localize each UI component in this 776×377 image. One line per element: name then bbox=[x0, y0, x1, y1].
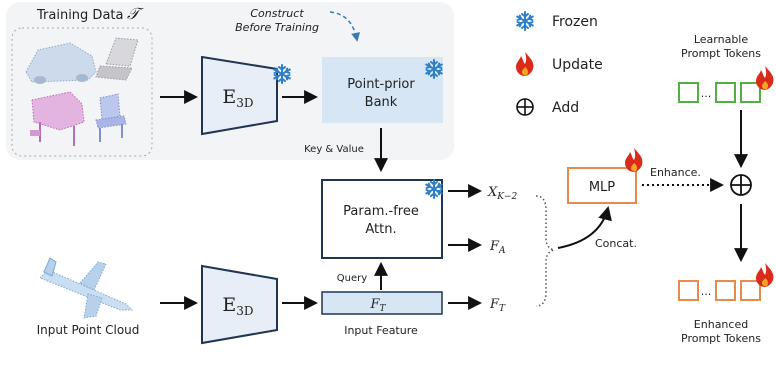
learnable-ellipsis: ... bbox=[701, 87, 712, 100]
learnable-label-line1: Learnable bbox=[694, 33, 749, 46]
before-training-label: Before Training bbox=[235, 21, 319, 34]
concat-label: Concat. bbox=[595, 237, 637, 250]
attn-label-line1: Param.-free bbox=[343, 204, 419, 219]
top-encoder-label: E3D bbox=[222, 86, 253, 110]
mlp-box bbox=[567, 167, 637, 204]
output-fa: FA bbox=[489, 239, 506, 256]
learnable-update-icon bbox=[756, 66, 774, 90]
mlp-label: MLP bbox=[589, 180, 615, 195]
training-samples-frame bbox=[11, 27, 153, 157]
legend-add-label: Add bbox=[552, 100, 579, 116]
enhanced-ellipsis: ... bbox=[701, 285, 712, 298]
legend-update-icon bbox=[516, 52, 534, 76]
input-feature-symbol: FT bbox=[369, 297, 386, 314]
enhance-label: Enhance. bbox=[650, 166, 701, 179]
output-ft: FT bbox=[489, 297, 506, 314]
attn-label-line2: Attn. bbox=[365, 222, 396, 237]
enhanced-token-1 bbox=[678, 280, 699, 301]
car-point-cloud bbox=[25, 42, 97, 84]
mlp-update-icon bbox=[625, 148, 643, 172]
learnable-token-1 bbox=[678, 82, 699, 103]
learnable-label-line2: Prompt Tokens bbox=[681, 47, 761, 60]
point-prior-bank bbox=[322, 57, 443, 123]
enhanced-token-3 bbox=[740, 280, 761, 301]
laptop-point-cloud bbox=[95, 37, 139, 81]
input-point-cloud-label: Input Point Cloud bbox=[37, 323, 140, 337]
legend-frozen-icon bbox=[516, 11, 534, 31]
learnable-token-3 bbox=[740, 82, 761, 103]
training-data-label: Training Data bbox=[36, 8, 123, 23]
query-label: Query bbox=[337, 273, 367, 284]
airplane-point-cloud bbox=[39, 257, 134, 319]
bottom-encoder-e3d bbox=[201, 264, 278, 345]
output-xk: XK−2 bbox=[487, 185, 518, 202]
concat-arrow bbox=[557, 205, 612, 249]
add-operator bbox=[730, 174, 752, 196]
construct-label: Construct bbox=[250, 7, 304, 20]
enhanced-label-line2: Prompt Tokens bbox=[681, 332, 761, 345]
legend-add-icon bbox=[516, 98, 534, 116]
bottom-encoder-label: E3D bbox=[222, 294, 253, 318]
bank-label-line2: Bank bbox=[365, 95, 398, 110]
input-feature-box bbox=[321, 291, 443, 315]
learnable-token-2 bbox=[715, 82, 736, 103]
concat-brace bbox=[535, 195, 555, 307]
key-value-label: Key & Value bbox=[304, 144, 364, 155]
enhanced-token-2 bbox=[715, 280, 736, 301]
chair-point-cloud bbox=[95, 93, 127, 142]
bank-label-line1: Point-prior bbox=[347, 77, 415, 92]
enhanced-update-icon bbox=[756, 263, 774, 287]
legend-frozen-label: Frozen bbox=[552, 14, 598, 30]
piano-point-cloud bbox=[30, 91, 85, 146]
enhanced-label-line1: Enhanced bbox=[694, 318, 748, 331]
top-encoder-e3d bbox=[201, 55, 278, 136]
param-free-attn bbox=[321, 179, 443, 259]
construct-dashed-arrow bbox=[329, 11, 361, 42]
legend-update-label: Update bbox=[552, 57, 603, 73]
input-feature-label: Input Feature bbox=[344, 324, 418, 337]
